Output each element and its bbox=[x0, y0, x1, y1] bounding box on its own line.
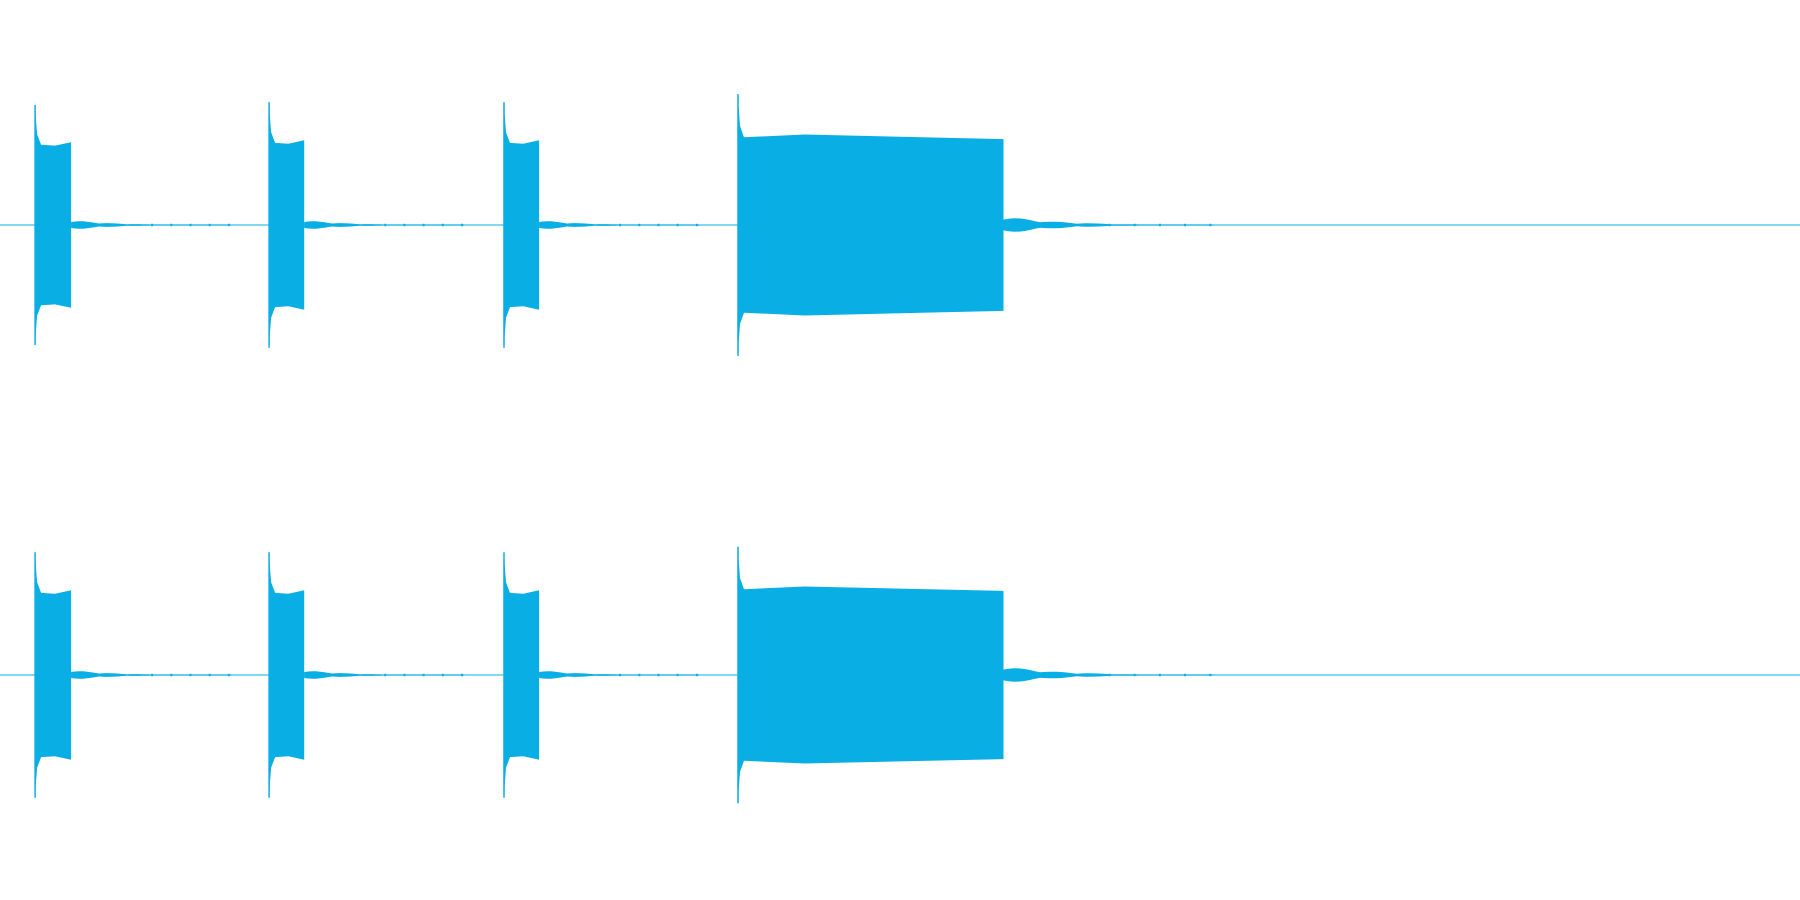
waveform-noise-speck bbox=[441, 223, 444, 227]
waveform-noise-speck bbox=[638, 223, 641, 227]
waveform-noise-speck bbox=[151, 223, 154, 227]
waveform-noise-speck bbox=[676, 673, 679, 677]
waveform-noise-speck bbox=[189, 223, 192, 227]
waveform-burst bbox=[738, 98, 1004, 352]
waveform-noise-speck bbox=[638, 673, 641, 677]
waveform-noise-speck bbox=[189, 673, 192, 677]
waveform-noise-speck bbox=[461, 673, 463, 677]
waveform-noise-speck bbox=[1158, 673, 1161, 677]
channel-1 bbox=[0, 94, 1800, 356]
waveform-burst bbox=[35, 556, 72, 794]
waveform-noise-speck bbox=[1108, 673, 1111, 677]
waveform-noise-speck bbox=[208, 223, 211, 227]
waveform-noise-speck bbox=[384, 223, 387, 227]
waveform-burst bbox=[504, 106, 540, 344]
waveform-burst bbox=[35, 108, 72, 342]
waveform-noise-speck bbox=[619, 223, 622, 227]
waveform-noise-speck bbox=[676, 223, 679, 227]
waveform-burst bbox=[738, 550, 1004, 800]
waveform-noise-speck bbox=[227, 223, 230, 227]
waveform-noise-speck bbox=[170, 673, 173, 677]
waveform-noise-speck bbox=[1209, 673, 1212, 677]
waveform-noise-speck bbox=[422, 223, 425, 227]
waveform-noise-speck bbox=[208, 673, 211, 677]
waveform-noise-speck bbox=[1158, 223, 1161, 227]
waveform-noise-speck bbox=[461, 223, 463, 227]
waveform-noise-speck bbox=[227, 673, 230, 677]
waveform-noise-speck bbox=[441, 673, 444, 677]
waveform-noise-speck bbox=[1184, 673, 1187, 677]
channel-2 bbox=[0, 546, 1800, 804]
waveform-noise-speck bbox=[619, 673, 622, 677]
waveform-noise-speck bbox=[403, 673, 406, 677]
waveform-noise-speck bbox=[384, 673, 387, 677]
waveform-burst bbox=[269, 556, 305, 794]
waveform-noise-speck bbox=[1133, 673, 1136, 677]
waveform-burst bbox=[504, 556, 540, 794]
waveform-noise-speck bbox=[151, 673, 154, 677]
waveform-noise-speck bbox=[695, 223, 698, 227]
waveform-noise-speck bbox=[695, 673, 698, 677]
waveform-noise-speck bbox=[1133, 223, 1136, 227]
waveform-noise-speck bbox=[657, 223, 660, 227]
waveform-noise-speck bbox=[422, 673, 425, 677]
waveform-noise-speck bbox=[403, 223, 406, 227]
waveform-noise-speck bbox=[1184, 223, 1187, 227]
waveform-noise-speck bbox=[1108, 223, 1111, 227]
waveform-noise-speck bbox=[657, 673, 660, 677]
waveform-burst bbox=[269, 106, 305, 344]
waveform-noise-speck bbox=[1209, 223, 1212, 227]
waveform-noise-speck bbox=[170, 223, 173, 227]
